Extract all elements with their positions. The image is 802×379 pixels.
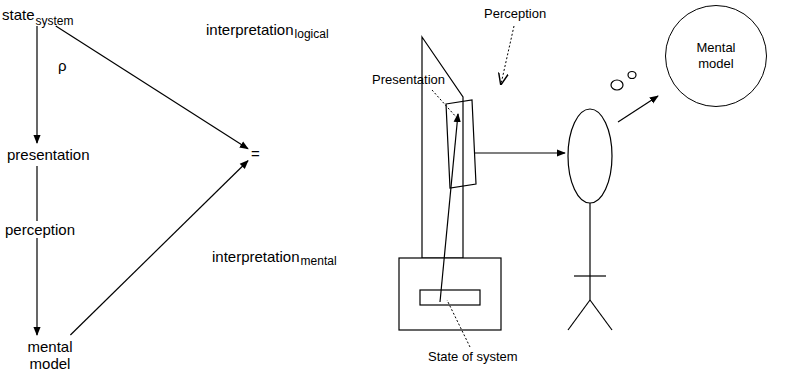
- node-text: Mental model: [685, 40, 747, 71]
- mental-model-object: mental model: [22, 338, 78, 372]
- callout-label: Perception: [484, 6, 546, 21]
- state-object: statesystem: [2, 6, 74, 23]
- node-text: presentation: [7, 146, 90, 163]
- arrow-connector: [36, 26, 37, 143]
- node-text: =: [251, 145, 260, 162]
- subscript: logical: [295, 27, 329, 41]
- arrow-connector: [56, 26, 248, 149]
- node-text: mental model: [27, 338, 72, 372]
- arrow-connector: [70, 161, 248, 335]
- node-text: state: [2, 6, 35, 23]
- stick-figure: [568, 72, 658, 331]
- subscript: system: [36, 14, 74, 28]
- arrow-connector: [36, 166, 37, 335]
- subscript: mental: [301, 254, 337, 268]
- presentation-object: presentation: [7, 146, 90, 163]
- edge-label: interpretation: [212, 248, 300, 265]
- edge-label: perception: [4, 221, 76, 238]
- mental-model-circle: Mental model: [665, 5, 767, 107]
- callout-label: Presentation: [372, 72, 445, 87]
- callout-label: State of system: [428, 349, 518, 364]
- edge-label: interpretation: [206, 21, 294, 38]
- equals-sign: =: [251, 145, 260, 162]
- edge-label: ρ: [58, 57, 67, 74]
